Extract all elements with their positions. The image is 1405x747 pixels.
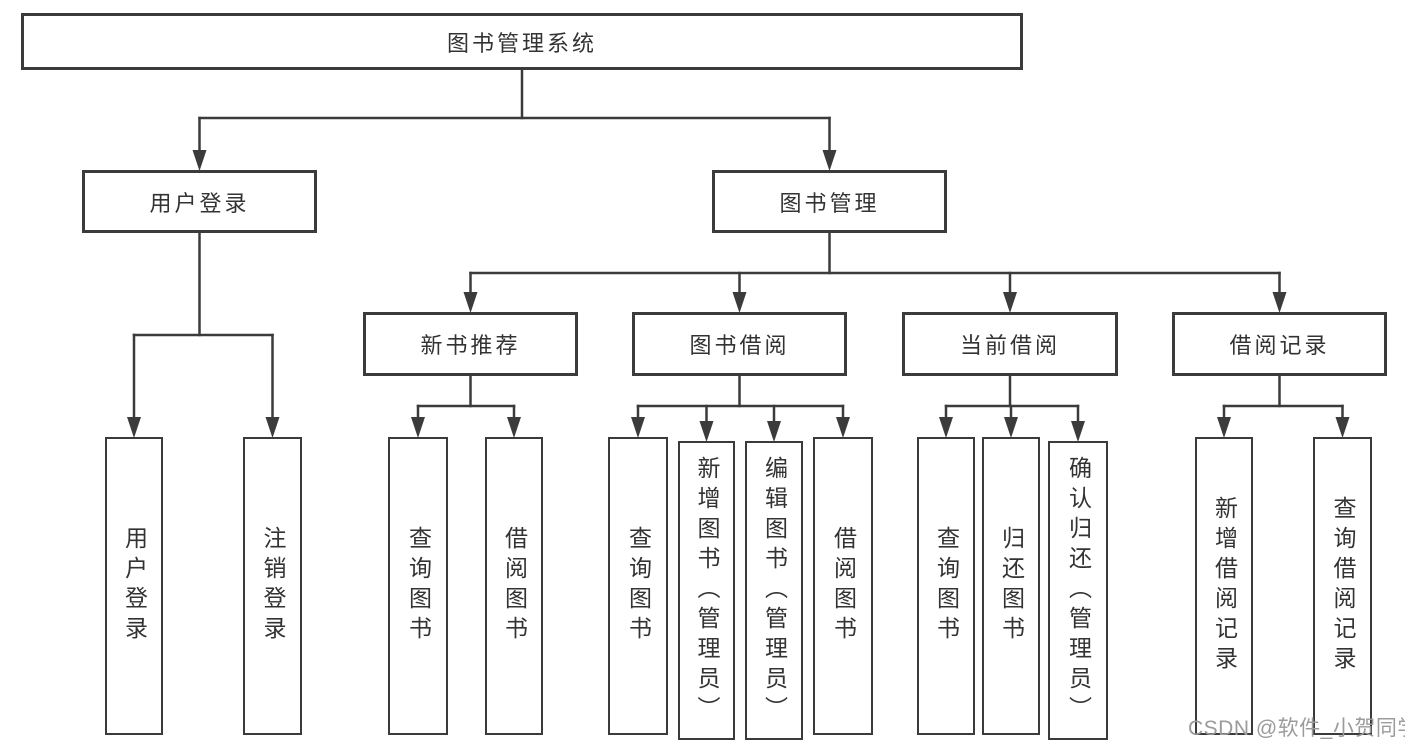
node-label-bor-query: 查询图书 [625,526,652,646]
arrowhead-icon [631,417,645,438]
arrowhead-icon [1217,417,1231,438]
node-label-login: 用户登录 [149,190,250,216]
diagram-node-login: 用户登录 [82,170,317,233]
node-label-root: 图书管理系统 [446,30,597,56]
diagram-node-current: 当前借阅 [902,312,1118,376]
diagram-node-login-out: 注销登录 [243,437,302,735]
node-label-newrec: 新书推荐 [420,333,521,358]
arrowhead-icon [192,150,207,171]
node-label-bor-add: 新增图书（管理员） [694,455,720,726]
diagram-node-bor-lend: 借阅图书 [813,437,873,735]
node-label-cur-return: 归还图书 [998,526,1025,646]
arrowhead-icon [1071,421,1085,442]
diagram-node-bor-add: 新增图书（管理员） [678,441,735,740]
node-label-new-query: 查询图书 [405,526,432,646]
node-label-cur-confirm: 确认归还（管理员） [1065,455,1092,726]
diagram-node-new-borrow: 借阅图书 [485,437,543,735]
arrowhead-icon [1272,292,1287,313]
arrowhead-icon [699,421,714,442]
arrowhead-icon [822,150,837,171]
node-label-login-user: 用户登录 [121,526,148,646]
arrowhead-icon [127,417,141,438]
diagram-node-root: 图书管理系统 [21,13,1023,70]
node-label-new-borrow: 借阅图书 [501,526,528,646]
csdn-watermark: CSDN @软件_小贺同学 [1188,717,1405,740]
node-label-mgmt: 图书管理 [779,190,880,216]
node-label-rec-query: 查询借阅记录 [1330,496,1356,676]
arrowhead-icon [1335,417,1350,438]
node-label-borrow: 图书借阅 [689,333,790,358]
diagram-node-rec-query: 查询借阅记录 [1313,437,1372,735]
arrowhead-icon [732,292,747,313]
diagram-node-cur-query: 查询图书 [917,437,975,735]
diagram-node-newrec: 新书推荐 [363,312,578,376]
diagram-node-cur-return: 归还图书 [982,437,1040,735]
arrowhead-icon [463,292,478,313]
node-label-bor-lend: 借阅图书 [830,526,857,646]
arrowhead-icon [507,417,521,438]
diagram-node-bor-edit: 编辑图书（管理员） [745,441,803,740]
arrowhead-icon [1004,417,1018,438]
diagram-node-rec-add: 新增借阅记录 [1195,437,1253,735]
arrowhead-icon [1003,292,1017,313]
arrowhead-icon [939,417,953,438]
node-label-login-out: 注销登录 [260,526,286,646]
diagram-node-mgmt: 图书管理 [712,170,947,233]
node-label-current: 当前借阅 [959,333,1060,358]
diagram-node-login-user: 用户登录 [105,437,163,735]
arrowhead-icon [836,417,850,438]
diagram-node-bor-query: 查询图书 [608,437,668,735]
arrowhead-icon [265,417,280,438]
diagram-node-cur-confirm: 确认归还（管理员） [1048,441,1108,740]
diagram-node-borrow: 图书借阅 [632,312,847,376]
node-label-records: 借阅记录 [1229,333,1330,358]
arrowhead-icon [411,417,425,438]
diagram-node-new-query: 查询图书 [388,437,448,735]
node-label-rec-add: 新增借阅记录 [1211,496,1238,676]
node-label-bor-edit: 编辑图书（管理员） [761,455,788,726]
node-label-cur-query: 查询图书 [933,526,960,646]
arrowhead-icon [767,421,781,442]
diagram-node-records: 借阅记录 [1172,312,1387,376]
